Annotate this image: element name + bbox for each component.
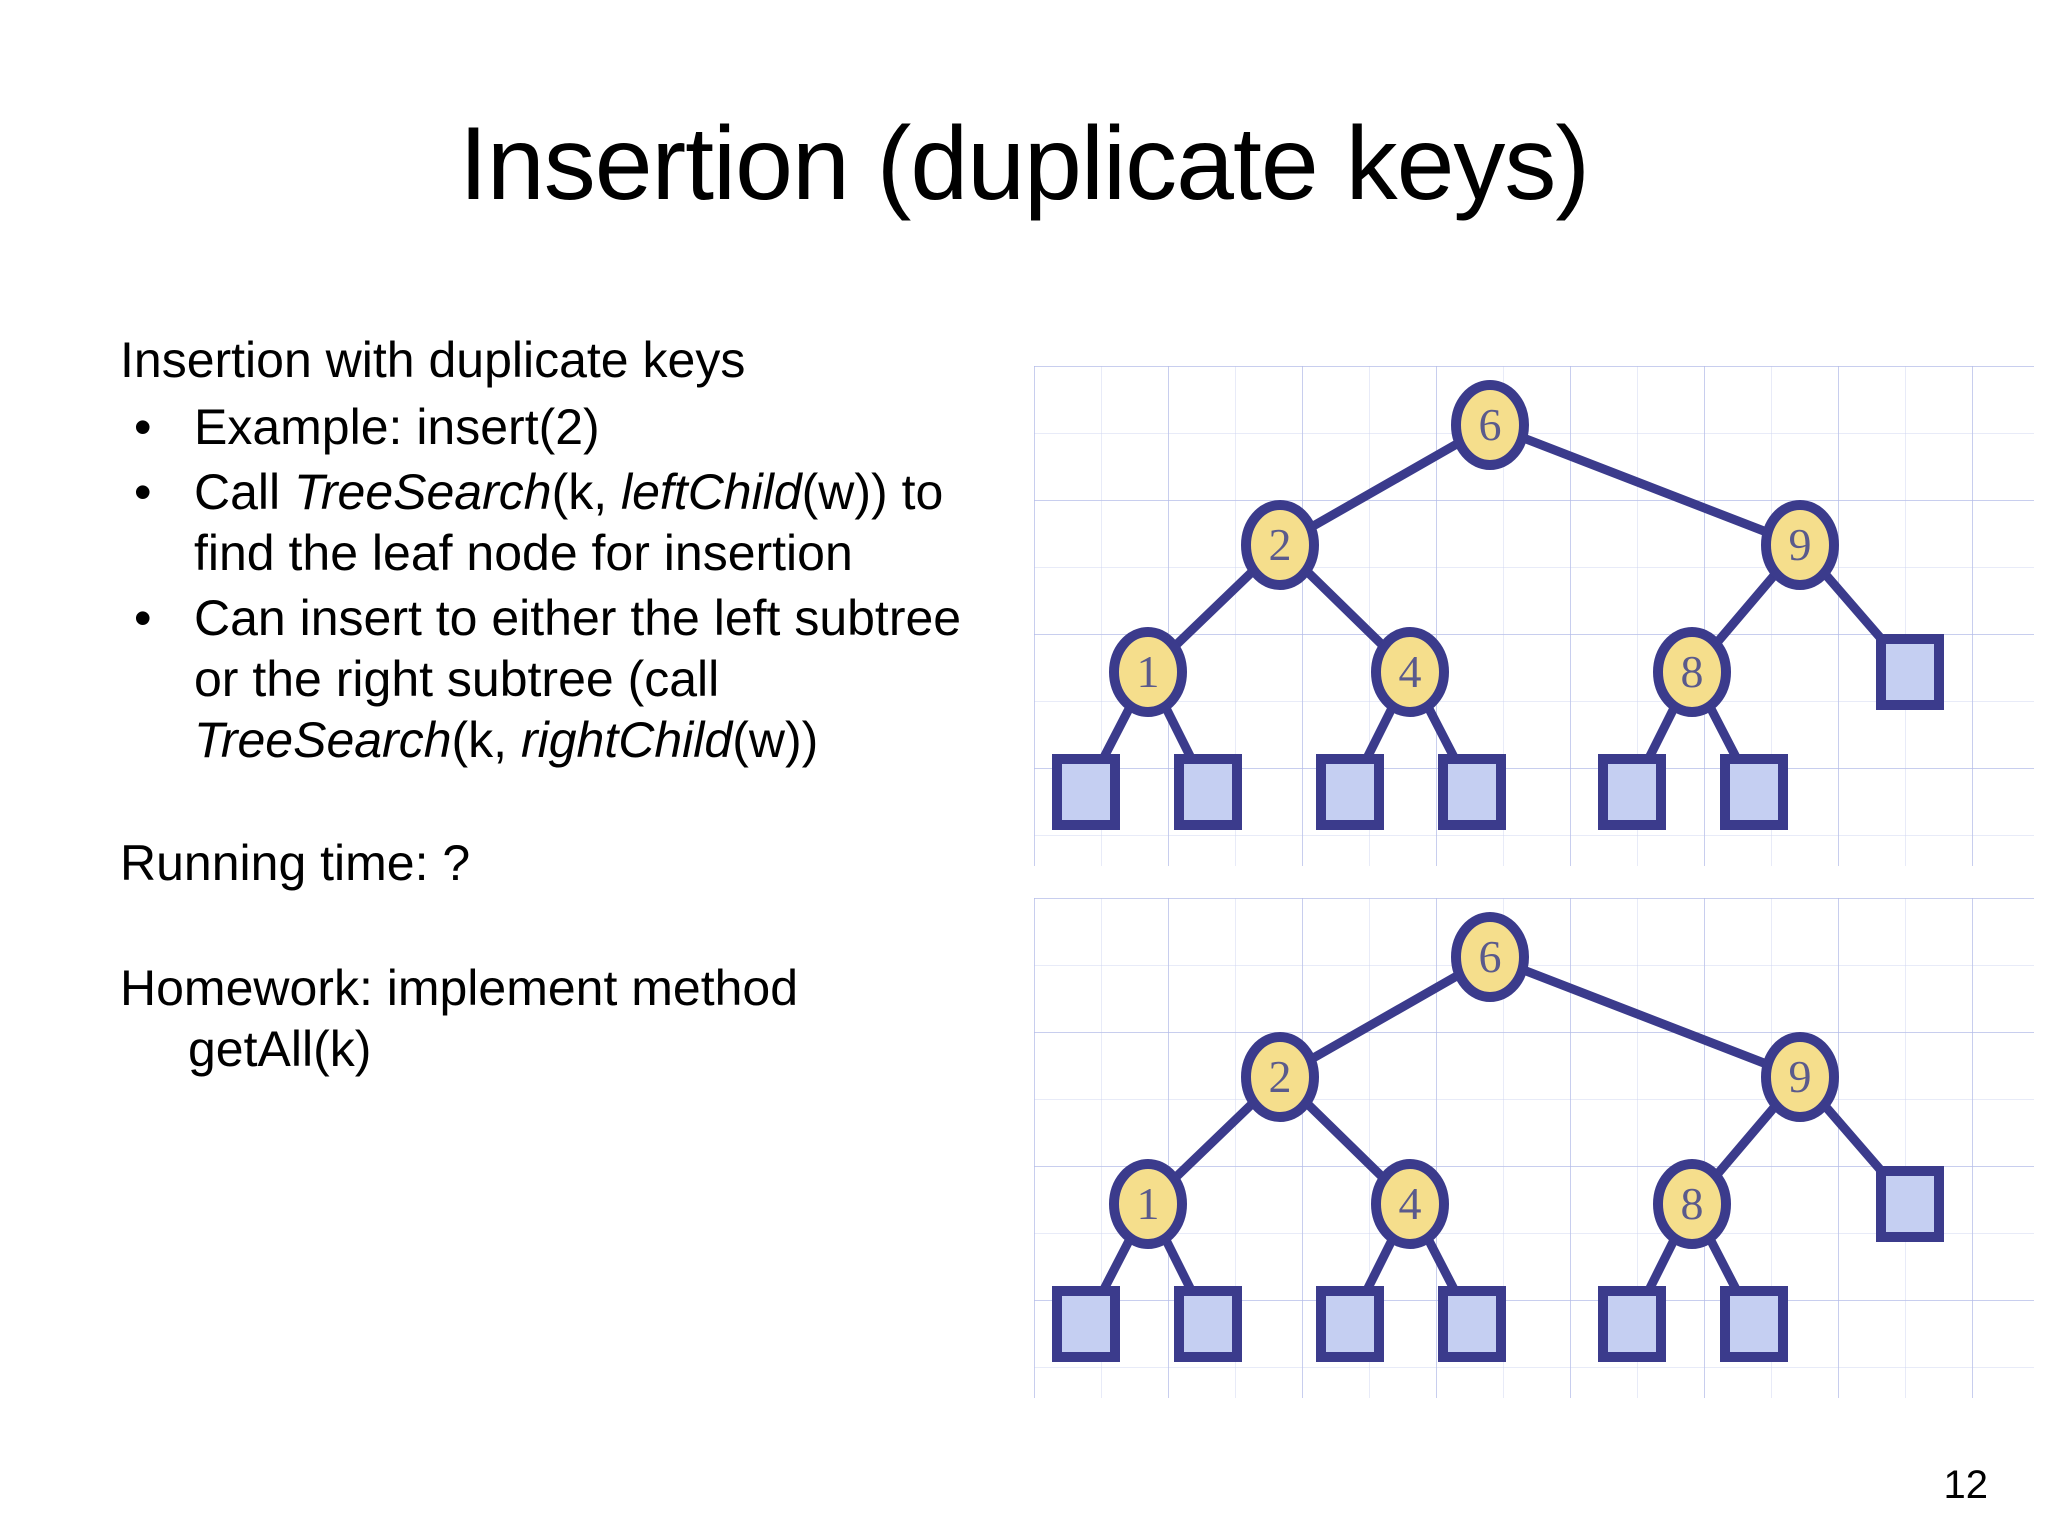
leaf-square xyxy=(1720,754,1788,830)
node-label: 8 xyxy=(1681,646,1704,697)
node-label: 1 xyxy=(1137,1178,1160,1229)
tree-svg-before: 6 2 9 1 4 8 xyxy=(1052,380,1944,830)
node-circle xyxy=(1241,500,1319,590)
bullet-item-1-text: Example: insert(2) xyxy=(194,397,990,458)
homework-line: Homework: implement method getAll(k) xyxy=(120,960,799,1077)
text-segment: Can insert to either the left subtree or… xyxy=(194,590,962,707)
page-number: 12 xyxy=(1943,1463,1989,1507)
node-label: 2 xyxy=(1269,1051,1292,1102)
tree-internal-node: 6 xyxy=(1451,912,1529,1002)
tree-internal-node: 8 xyxy=(1653,627,1731,717)
tree-diagram-after: 6 2 9 1 4 8 xyxy=(1034,898,2034,1398)
node-label: 2 xyxy=(1269,519,1292,570)
text-segment: (w)) to find the leaf node for insertion xyxy=(194,464,944,581)
tree-leaf-node xyxy=(1316,754,1384,830)
tree-internal-node: 4 xyxy=(1371,1159,1449,1249)
node-label: 4 xyxy=(1399,1178,1422,1229)
tree-leaf-node xyxy=(1052,754,1120,830)
node-circle xyxy=(1451,380,1529,470)
node-circle xyxy=(1653,1159,1731,1249)
leaf-square xyxy=(1174,754,1242,830)
node-label: 6 xyxy=(1479,399,1502,450)
node-circle xyxy=(1371,1159,1449,1249)
tree-leaf-node xyxy=(1876,634,1944,710)
bullet-marker-icon: • xyxy=(134,590,152,646)
node-label: 9 xyxy=(1789,1051,1812,1102)
bullet-item-1: • Example: insert(2) xyxy=(120,397,990,458)
tree-leaf-node xyxy=(1316,1286,1384,1362)
leaf-square xyxy=(1174,1286,1242,1362)
node-circle xyxy=(1761,1032,1839,1122)
leaf-square xyxy=(1438,1286,1506,1362)
text-spacer xyxy=(120,775,990,833)
tree-leaf-node xyxy=(1174,1286,1242,1362)
text-segment: Example: insert(2) xyxy=(194,399,600,455)
bullet-marker-icon: • xyxy=(134,464,152,520)
bullet-item-2-text: Call TreeSearch(k, leftChild(w)) to find… xyxy=(194,462,990,584)
tree-internal-node: 4 xyxy=(1371,627,1449,717)
node-label: 1 xyxy=(1137,646,1160,697)
tree-internal-node: 9 xyxy=(1761,1032,1839,1122)
tree-internal-node: 1 xyxy=(1109,627,1187,717)
text-segment: TreeSearch xyxy=(194,712,452,768)
leaf-square xyxy=(1052,1286,1120,1362)
bullet-marker-icon: • xyxy=(134,399,152,455)
bullet-item-2: • Call TreeSearch(k, leftChild(w)) to fi… xyxy=(120,462,990,584)
node-circle xyxy=(1371,627,1449,717)
leaf-square xyxy=(1876,1166,1944,1242)
node-label: 6 xyxy=(1479,931,1502,982)
node-circle xyxy=(1451,912,1529,1002)
tree-leaf-node xyxy=(1174,754,1242,830)
page-title: Insertion (duplicate keys) xyxy=(458,106,1590,222)
node-circle xyxy=(1109,1159,1187,1249)
text-segment: Call xyxy=(194,464,295,520)
bullet-item-3-text: Can insert to either the left subtree or… xyxy=(194,588,990,771)
tree-internal-node: 9 xyxy=(1761,500,1839,590)
tree-leaf-node xyxy=(1052,1286,1120,1362)
node-circle xyxy=(1109,627,1187,717)
leaf-square xyxy=(1598,1286,1666,1362)
node-circle xyxy=(1761,500,1839,590)
tree-leaf-node xyxy=(1438,754,1506,830)
leaf-square xyxy=(1438,754,1506,830)
text-segment: (w)) xyxy=(732,712,819,768)
leaf-square xyxy=(1598,754,1666,830)
tree-leaf-node xyxy=(1598,1286,1666,1362)
tree-internal-node: 8 xyxy=(1653,1159,1731,1249)
bullet-item-3: • Can insert to either the left subtree … xyxy=(120,588,990,771)
tree-internal-node: 6 xyxy=(1451,380,1529,470)
tree-svg-after: 6 2 9 1 4 8 xyxy=(1052,912,1944,1362)
node-label: 9 xyxy=(1789,519,1812,570)
leaf-square xyxy=(1052,754,1120,830)
tree-edge xyxy=(1485,420,1805,550)
leaf-square xyxy=(1316,1286,1384,1362)
text-segment: leftChild xyxy=(621,464,802,520)
intro-paragraph: Insertion with duplicate keys xyxy=(120,332,746,388)
leaf-square xyxy=(1876,634,1944,710)
running-time-line: Running time: ? xyxy=(120,835,471,891)
tree-internal-node: 1 xyxy=(1109,1159,1187,1249)
tree-leaf-node xyxy=(1720,1286,1788,1362)
leaf-square xyxy=(1316,754,1384,830)
tree-leaf-node xyxy=(1438,1286,1506,1362)
node-label: 8 xyxy=(1681,1178,1704,1229)
tree-diagram-before: 6 2 9 1 4 8 xyxy=(1034,366,2034,866)
text-segment: rightChild xyxy=(520,712,733,768)
node-circle xyxy=(1653,627,1731,717)
text-segment: (k, xyxy=(451,712,521,768)
text-spacer xyxy=(120,900,990,958)
tree-internal-node: 2 xyxy=(1241,1032,1319,1122)
body-text-column: Insertion with duplicate keys • Example:… xyxy=(120,330,990,1080)
tree-internal-node: 2 xyxy=(1241,500,1319,590)
tree-leaf-node xyxy=(1876,1166,1944,1242)
tree-leaf-node xyxy=(1720,754,1788,830)
text-segment: TreeSearch xyxy=(294,464,552,520)
text-segment: (k, xyxy=(551,464,621,520)
leaf-square xyxy=(1720,1286,1788,1362)
tree-leaf-node xyxy=(1598,754,1666,830)
node-label: 4 xyxy=(1399,646,1422,697)
node-circle xyxy=(1241,1032,1319,1122)
tree-edge xyxy=(1485,952,1805,1082)
